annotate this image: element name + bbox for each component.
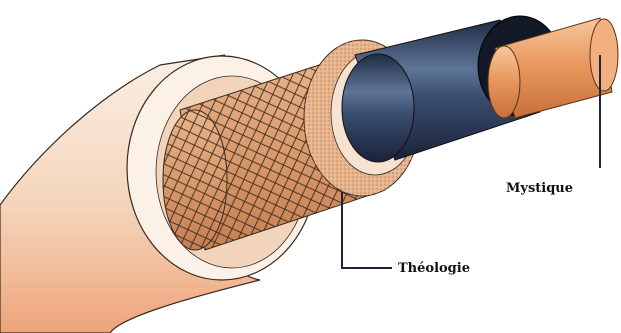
outer-leader-line	[342, 192, 392, 268]
outer-label: Théologie	[398, 261, 470, 276]
inner-label: Mystique	[506, 181, 573, 196]
